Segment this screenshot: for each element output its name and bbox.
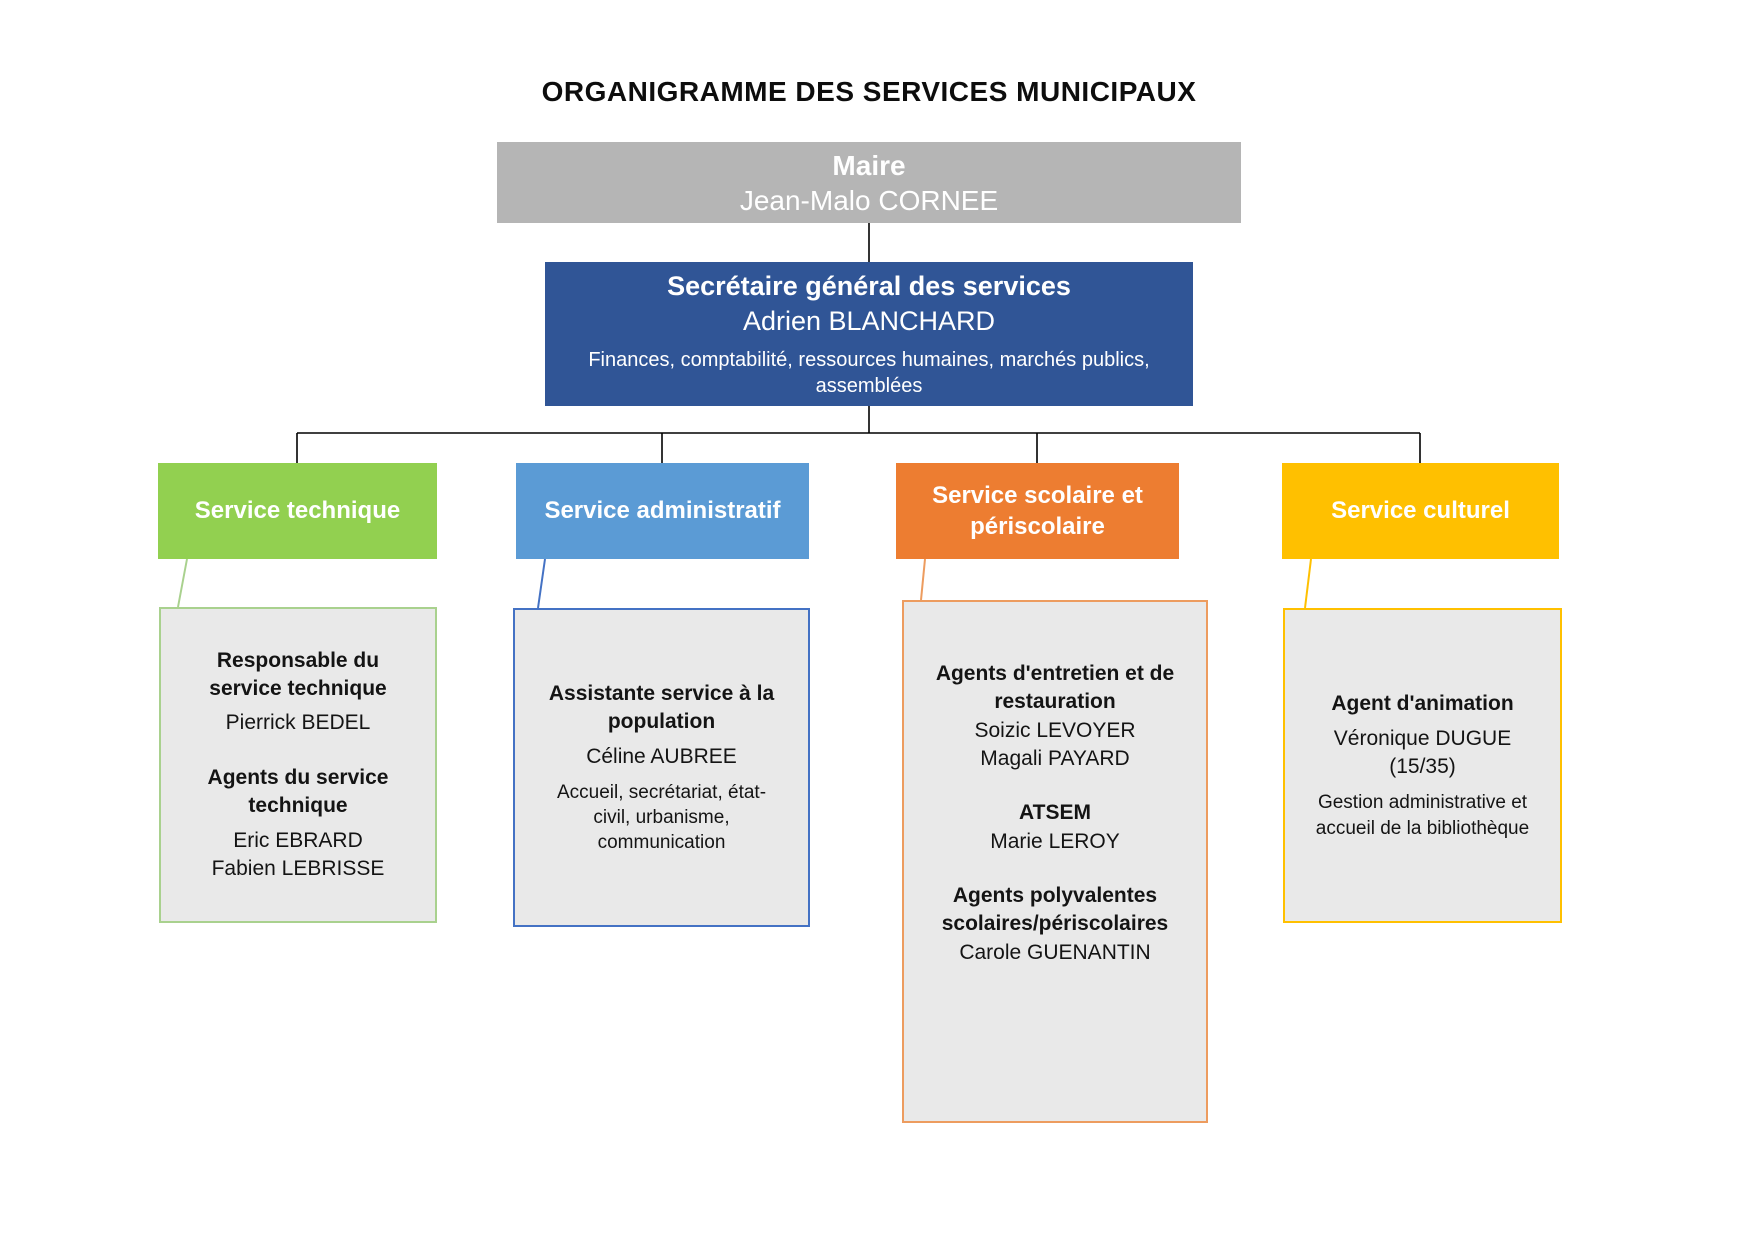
node-service-administratif: Service administratif [516, 463, 809, 559]
node-secretaire-general: Secrétaire général des services Adrien B… [545, 262, 1193, 406]
detail-service-administratif: Assistante service à la population Célin… [513, 608, 810, 927]
detail-person: Eric EBRARD [233, 828, 363, 852]
node-service-scolaire: Service scolaire et périscolaire [896, 463, 1179, 559]
detail-person: Soizic LEVOYER [974, 718, 1136, 742]
detail-role: Assistante service à la population [548, 681, 775, 734]
detail-role: Agent d'animation [1331, 692, 1514, 716]
detail-service-scolaire: Agents d'entretien et de restauration So… [902, 600, 1208, 1123]
detail-role: Agents du service technique [207, 765, 389, 818]
node-service-culturel: Service culturel [1282, 463, 1559, 559]
detail-service-culturel: Agent d'animation Véronique DUGUE (15/35… [1283, 608, 1562, 923]
secretaire-name: Adrien BLANCHARD [742, 305, 996, 336]
service-scolaire-label: Service scolaire et périscolaire [932, 481, 1143, 540]
detail-person: Marie LEROY [990, 829, 1120, 853]
detail-person: Véronique DUGUE (15/35) [1333, 726, 1512, 779]
service-administratif-label: Service administratif [544, 497, 781, 525]
node-service-technique: Service technique [158, 463, 437, 559]
detail-role: Agents d'entretien et de restauration [935, 662, 1175, 714]
detail-person: Carole GUENANTIN [959, 940, 1151, 964]
service-culturel-label: Service culturel [1331, 497, 1510, 525]
detail-person: Céline AUBREE [586, 744, 737, 768]
node-maire: Maire Jean-Malo CORNEE [497, 142, 1241, 223]
maire-role: Maire [832, 149, 906, 181]
secretaire-role: Secrétaire général des services [667, 270, 1071, 301]
detail-person: Pierrick BEDEL [225, 711, 371, 735]
detail-missions: Accueil, secrétariat, état-civil, urbani… [556, 781, 767, 854]
detail-missions: Gestion administrative et accueil de la … [1315, 792, 1530, 839]
detail-role: ATSEM [1019, 801, 1091, 825]
detail-role: Responsable du service technique [209, 648, 387, 701]
detail-person: Magali PAYARD [980, 747, 1130, 771]
detail-person: Fabien LEBRISSE [211, 856, 385, 880]
service-technique-label: Service technique [194, 497, 401, 525]
secretaire-missions: Finances, comptabilité, ressources humai… [588, 349, 1150, 398]
maire-name: Jean-Malo CORNEE [739, 184, 999, 216]
detail-role: Agents polyvalentes scolaires/périscolai… [941, 884, 1169, 936]
detail-service-technique: Responsable du service technique Pierric… [159, 607, 437, 923]
page-title: ORGANIGRAMME DES SERVICES MUNICIPAUX [541, 76, 1197, 107]
